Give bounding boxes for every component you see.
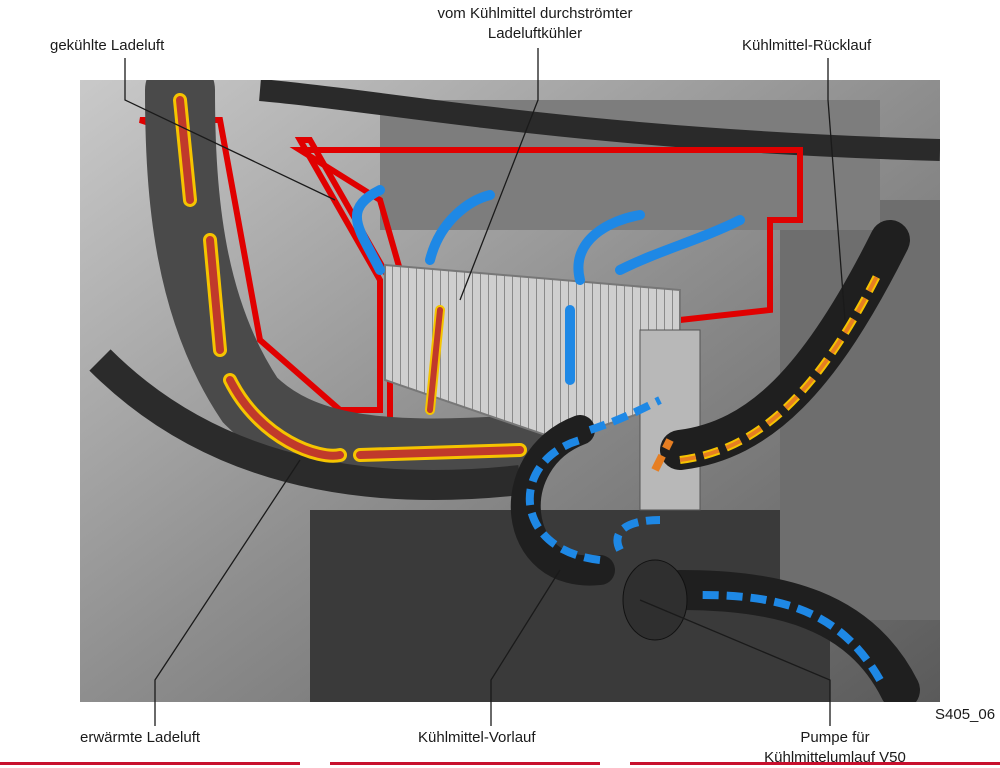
- intercooler-housing-outline: [289, 147, 803, 334]
- coolant-return-hose: [660, 220, 910, 470]
- coolant-return-arrows: [651, 268, 884, 472]
- pump-v50: [622, 559, 688, 641]
- coolant-supply-hose: [510, 415, 615, 586]
- label-pump-line2: Kühlmittelumlauf V50: [764, 749, 906, 766]
- intercooler-flange: [639, 329, 701, 511]
- label-pump-v50: Pumpe für Kühlmittelumlauf V50: [740, 728, 930, 768]
- label-warm-charge-air: erwärmte Ladeluft: [80, 729, 201, 746]
- label-intercooler-line1: vom Kühlmittel durchströmter: [437, 5, 633, 22]
- engine-illustration: [80, 80, 940, 702]
- label-coolant-supply: Kühlmittel-Vorlauf: [418, 729, 536, 746]
- label-pump-line1: Pumpe für: [800, 729, 870, 746]
- footer-rule: [0, 762, 1000, 765]
- label-coolant-return: Kühlmittel-Rücklauf: [742, 37, 872, 54]
- label-intercooler: vom Kühlmittel durchströmter Ladeluftküh…: [410, 4, 660, 44]
- label-intercooler-line2: Ladeluftkühler: [487, 25, 583, 42]
- figure-code: S405_06: [935, 706, 996, 723]
- label-cooled-charge-air: gekühlte Ladeluft: [50, 37, 165, 54]
